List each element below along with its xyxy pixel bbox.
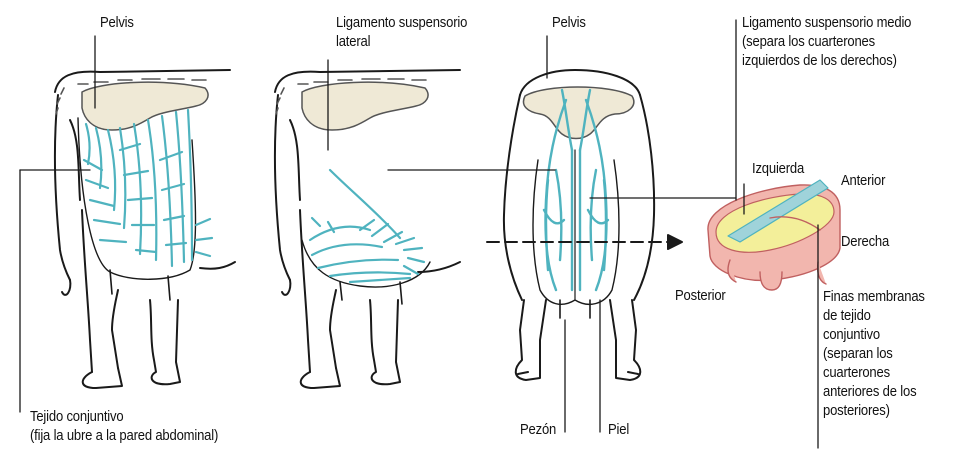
cow-side-view-2	[273, 69, 461, 389]
label-anterior: Anterior	[841, 173, 886, 189]
leader-lines	[19, 19, 819, 449]
label-finas-membranas: Finas membranas de tejido conjuntivo (se…	[823, 289, 925, 419]
median-ligament-fibers	[542, 88, 610, 292]
cow-side-view-1	[53, 69, 236, 389]
lateral-ligament-fibers	[308, 168, 426, 284]
label-posterior: Posterior	[675, 288, 726, 304]
label-lateral-ligament: Ligamento suspensorio lateral	[336, 15, 468, 50]
label-pelvis-rear: Pelvis	[552, 15, 586, 31]
label-pelvis-side: Pelvis	[100, 15, 134, 31]
label-piel: Piel	[608, 422, 630, 438]
cow-rear-view	[502, 69, 656, 381]
pelvis-bone-2	[301, 81, 429, 131]
pelvis-bone-1	[81, 81, 209, 131]
connective-tissue-fibers	[82, 108, 214, 268]
udder-cross-section	[707, 179, 841, 291]
label-derecha: Derecha	[841, 234, 890, 250]
label-median-ligament: Ligamento suspensorio medio (separa los …	[742, 15, 912, 69]
label-tejido-conjuntivo: Tejido conjuntivo (fija la ubre a la par…	[30, 409, 219, 444]
pelvis-bone-rear	[522, 86, 635, 140]
label-pezon: Pezón	[520, 422, 557, 438]
label-izquierda: Izquierda	[752, 161, 805, 177]
arrow-head	[667, 234, 683, 250]
